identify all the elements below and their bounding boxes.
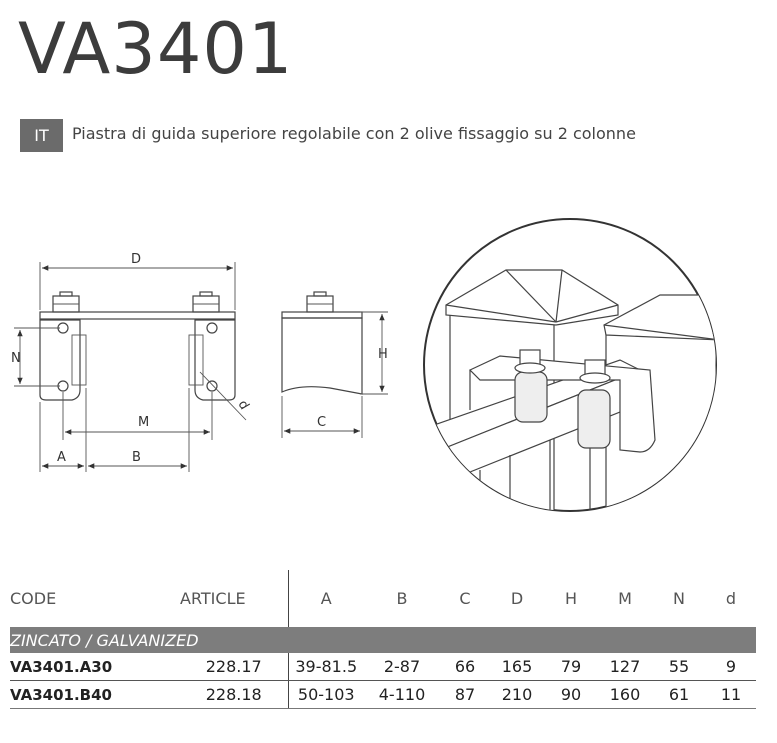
section-title: ZINCATO / GALVANIZED [10,627,756,653]
header-d: D [510,589,524,608]
header-m: M [618,589,632,608]
label-a: A [57,450,66,465]
header-a: A [287,570,364,627]
cell-h: 90 [544,680,598,709]
installation-illustration [423,218,717,512]
cell-n: 61 [652,680,706,709]
product-code-title: VA3401 [18,8,294,90]
header-n: N [673,589,685,608]
cell-c: 87 [440,680,490,709]
header-h: H [564,589,578,608]
cell-d: 165 [490,653,544,681]
cell-h: 79 [544,653,598,681]
row-code: VA3401.B40 [10,680,180,709]
row-article: 228.17 [180,653,288,681]
cell-small-d: 11 [706,680,756,709]
front-view: D N d M [11,252,252,472]
product-description: Piastra di guida superiore regolabile co… [72,124,636,143]
cell-a: 50-103 [287,680,364,709]
row-article: 228.18 [180,680,288,709]
cell-b: 4-110 [364,680,440,709]
row-code: VA3401.A30 [10,653,180,681]
header-code: CODE [10,589,57,608]
label-b: B [132,450,141,465]
side-view: H C [281,291,388,438]
header-c: C [459,589,471,608]
language-badge: IT [20,119,63,152]
spec-table: CODE ARTICLE A B C D H M N d ZINCATO / G… [10,570,756,709]
header-b: B [396,589,408,608]
cell-m: 160 [598,680,652,709]
table-row: VA3401.A30 228.17 39-81.5 2-87 66 165 79… [10,653,756,681]
cell-d: 210 [490,680,544,709]
cell-small-d: 9 [706,653,756,681]
section-row: ZINCATO / GALVANIZED [10,627,756,653]
technical-drawing: D N d M [11,218,717,512]
table-header-row: CODE ARTICLE A B C D H M N d [10,570,756,627]
header-small-d: d [725,589,737,608]
label-m: M [138,415,149,430]
cell-a: 39-81.5 [287,653,364,681]
label-d-upper: D [131,252,141,267]
cell-b: 2-87 [364,653,440,681]
header-article: ARTICLE [180,589,246,608]
table-row: VA3401.B40 228.18 50-103 4-110 87 210 90… [10,680,756,709]
label-h: H [378,347,388,362]
label-c: C [317,415,326,430]
cell-c: 66 [440,653,490,681]
cell-n: 55 [652,653,706,681]
label-n: N [11,351,21,366]
cell-m: 127 [598,653,652,681]
